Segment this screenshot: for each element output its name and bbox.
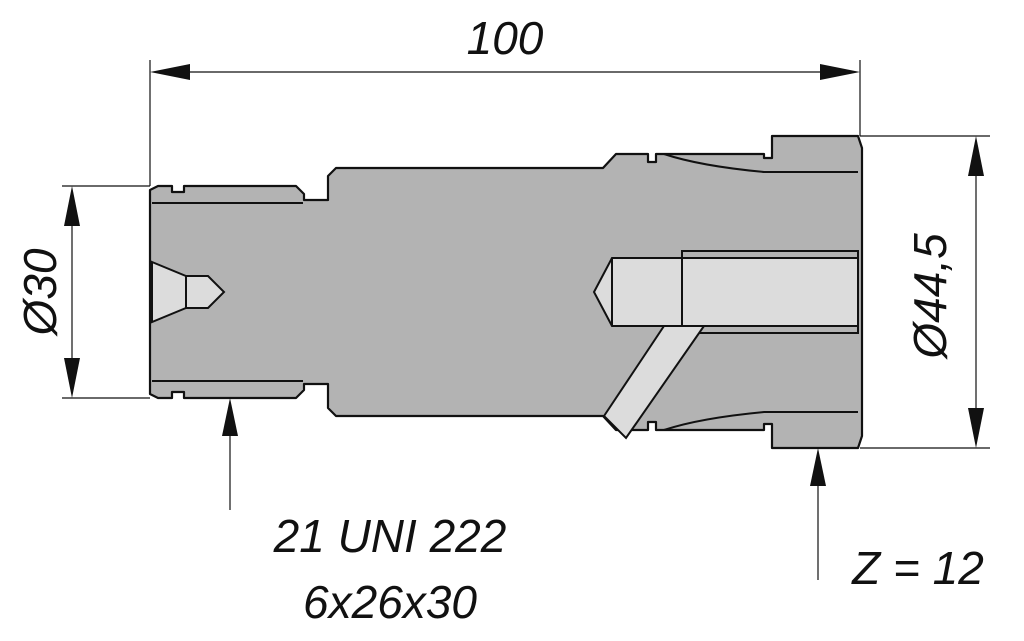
spline-callout: 21 UNI 222 6x26x30 <box>222 398 506 628</box>
threaded-bore <box>592 257 859 327</box>
small-diameter-dimension: Ø30 <box>14 185 150 399</box>
shaft-part <box>148 134 864 450</box>
oblique-passage <box>602 325 706 440</box>
length-label: 100 <box>467 12 544 64</box>
spline-spec-line2: 6x26x30 <box>303 576 477 628</box>
small-diameter-label: Ø30 <box>14 248 66 337</box>
length-dimension: 100 <box>149 12 861 186</box>
shaft-body <box>148 134 864 450</box>
large-diameter-label: Ø44,5 <box>904 233 956 361</box>
teeth-count-label: Z = 12 <box>851 542 984 594</box>
large-diameter-dimension: Ø44,5 <box>860 135 990 449</box>
spline-spec-line1: 21 UNI 222 <box>273 510 507 562</box>
teeth-callout: Z = 12 <box>810 448 984 594</box>
center-hole-left <box>151 260 226 324</box>
